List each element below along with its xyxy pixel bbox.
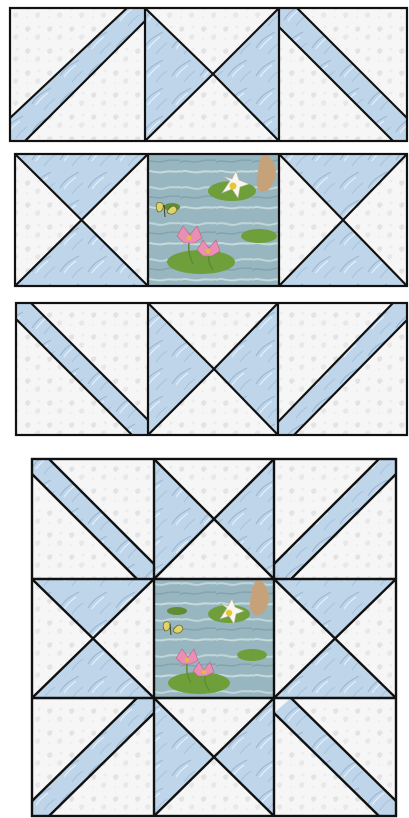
- quilt-bottom-row: [16, 303, 407, 435]
- quilt-middle-row: [15, 154, 407, 286]
- quilt-top-row: [10, 8, 407, 141]
- assembled-quilt-block: [32, 459, 396, 816]
